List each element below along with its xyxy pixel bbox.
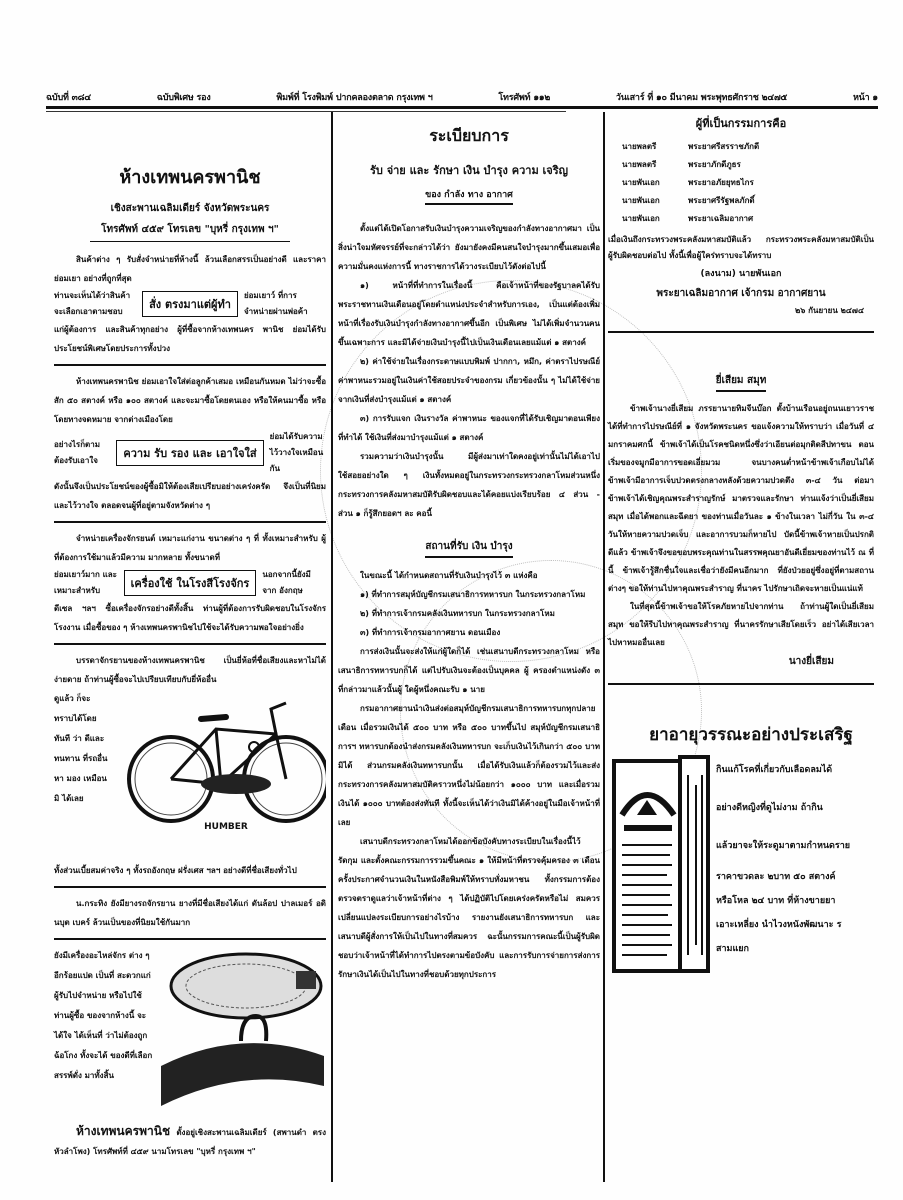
boxed-row: ย่อมเยาว์มาก และเหมาะสำหรับ เครื่องใช้ ใ… (54, 567, 326, 599)
bicycle-icon: HUMBER (127, 701, 326, 832)
print-info: พิมพ์ที่ โรงพิมพ์ ปากคลองตลาด กรุงเทพ ฯ (276, 93, 433, 103)
medicine-ad-text: กินแก้โรคที่เกี่ยวกับเลือดลมได้ อย่างดีห… (716, 765, 851, 954)
column-left: ห้างเทพนครพานิช เชิงสะพานเฉลิมเดียร์ จัง… (54, 110, 326, 1161)
location-section-title: สถานที่รับ เงิน บำรุง (338, 539, 600, 558)
letter-body: ข้าพเจ้านางยี่เสียม ภรรยานายทิมจีนบ๊อก ต… (608, 404, 874, 593)
divider (90, 241, 290, 242)
side-text: ย่อมเยาว์ ที่การ จำหน่ายผ่านพ่อค้า (243, 291, 308, 316)
shop-address: เชิงสะพานเฉลิมเดียร์ จังหวัดพระนคร (110, 203, 270, 214)
medicine-box-icon (612, 755, 710, 973)
masthead-rule (46, 106, 878, 109)
boxed-row: ท่านจะเห็นได้ว่าสินค้า จะเลือกเอาตามชอบ … (54, 288, 326, 320)
boxed-slogan: เครื่องใช้ ในโรงสีโรงจักร (123, 570, 257, 596)
committee-member: นายพันเอกพระยาอภัยยุทธไกร (622, 178, 754, 187)
column-divider (603, 112, 605, 1182)
bicycle-tail: ทั้งส่วนเบี้ยสมค่าจริง ๆ ทั้งรถอังกฤษ ฝร… (54, 866, 297, 875)
divider (608, 331, 874, 333)
letter-signature: นางยี่เสียม (788, 656, 834, 667)
medicine-ad: ยาอายุวรรณะอย่างประเสริฐ (608, 721, 874, 981)
signature-date: ๒๖ กันยายน ๒๔๗๔ (795, 306, 864, 315)
side-text: นอกจากนี้ยังมี จาก อังกฤษ (262, 570, 311, 595)
side-text: ท่านจะเห็นได้ว่าสินค้า จะเลือกเอาตามชอบ (54, 291, 131, 316)
side-text: อย่างไรก็ตาม ต้องรับเอาใจ (54, 440, 101, 465)
divider (54, 364, 326, 366)
masthead: ฉบับที่ ๓๘๔ ฉบับพิเศษ รอง พิมพ์ที่ โรงพิ… (46, 88, 878, 104)
location-3: ๓) ที่ทำการเจ้ากรมอากาศยาน ดอนเมือง (360, 628, 501, 637)
regulation-title: ระเบียบการ (429, 126, 509, 145)
location-2: ๒) ที่ทำการเจ้ากรมคลังเงินทหารบก ในกระทร… (360, 609, 555, 618)
letter-closing: ในที่สุดนี้ข้าพเจ้าขอให้โรคภัยหายไปจากท่… (608, 602, 874, 647)
divider (54, 886, 326, 888)
committee-member: นายพันเอกพระยาศรีรัฐพลภักดิ์ (622, 196, 755, 205)
committee-header: ผู้ที่เป็นกรรมการคือ (695, 117, 787, 130)
shop-para: แก่ผู้ต้องการ และสินค้าทุกอย่าง ผู้ที่ซื… (54, 325, 326, 353)
boxed-slogan: ความ รับ รอง และ เอาใจใส่ (116, 440, 264, 466)
shop-para: สินค้าต่าง ๆ รับสั่งจำหน่ายที่ห้างนี้ ล้… (54, 255, 326, 283)
column-center: ระเบียบการ รับ จ่าย และ รักษา เงิน บำรุง… (338, 110, 600, 984)
regulation-item-3: ๓) การรับแจก เงินรางวัล ค่าพาหนะ ของแจกท… (338, 414, 600, 442)
shop-title: ห้างเทพนครพานิช (119, 167, 261, 188)
shop-phone: โทรศัพท์ ๔๕๙ โทรเลข "บุหรี่ กรุงเทพ ฯ" (101, 224, 279, 235)
side-text: ย่อมเยาว์มาก และเหมาะสำหรับ (54, 570, 117, 595)
tires-para: น.กระทิง ยังมียางรถจักรยาน ยางที่มีชื่อเ… (54, 899, 326, 927)
location-intro: ในขณะนี้ ได้กำหนดสถานที่รับเงินบำรุงไว้ … (360, 571, 538, 580)
procedure-2: กรมอากาศยานนำเงินส่งต่อสมุห์บัญชีกรมเสนา… (338, 704, 600, 827)
regulation-subtitle: รับ จ่าย และ รักษา เงิน บำรุง ความ เจริญ (369, 164, 569, 177)
parts-side-text: ยังมีเครื่องอะไหล่จักร ต่าง ๆ อีกร้อยแปด… (54, 951, 153, 1080)
divider (54, 938, 326, 940)
divider (54, 521, 326, 523)
tire-parts-icon (161, 952, 324, 1106)
committee-member: นายพลตรีพระยาภักดีภูธร (622, 160, 741, 169)
column-right: ผู้ที่เป็นกรรมการคือ นายพลตรีพระยาศรีสรร… (608, 110, 874, 981)
bicycle-brand: HUMBER (204, 822, 248, 832)
location-1: ๑) ที่ทำการสมุห์บัญชีกรมเสนาธิการทหารบก … (360, 590, 586, 599)
footer-shop-name: ห้างเทพนครพานิช (76, 1124, 171, 1138)
service-para: ห้างเทพนครพานิช ย่อมเอาใจใส่ต่อลูกค้าเสม… (54, 377, 326, 424)
committee-member: นายพันเอกพระยาเฉลิมอากาศ (622, 214, 754, 223)
parts-ad: ยังมีเครื่องอะไหล่จักร ต่าง ๆ อีกร้อยแปด… (54, 946, 326, 1122)
regulation-item-1: ๑) หน้าที่ที่ทำการในเรื่องนี้ คือเจ้าหน้… (338, 281, 600, 347)
committee-list: ผู้ที่เป็นกรรมการคือ นายพลตรีพระยาศรีสรร… (608, 114, 874, 228)
masthead-rule-thin (46, 111, 566, 112)
regulation-item-2: ๒) ค่าใช้จ่ายในเรื่องกระดาษแบบพิมพ์ ปากก… (338, 357, 600, 404)
committee-note: เมื่อเงินถึงกระทรวงพระคลังมหาสมบัติแล้ว … (608, 235, 874, 260)
edition: ฉบับพิเศษ รอง (156, 93, 211, 103)
regulation-subtitle-2: ของ กำลัง ทาง อากาศ (338, 187, 600, 205)
footer-address: ตั้งอยู่เชิงสะพานเฉลิมเดียร์ (สพานดำ ตรง… (54, 1128, 326, 1156)
boxed-row: อย่างไรก็ตาม ต้องรับเอาใจ ความ รับ รอง แ… (54, 429, 326, 477)
divider (54, 643, 326, 645)
column-divider (331, 112, 333, 1182)
letter-title: ยี่เสียม สมุท (608, 373, 874, 392)
boxed-slogan: สั่ง ตรงมาแต่ผู้ทำ (142, 291, 238, 317)
page-number: หน้า ๑ (852, 93, 878, 103)
bicycle-intro: บรรดาจักรยานของห้างเทพนครพานิช เป็นยี่ห้… (54, 656, 326, 684)
service-para: ดังนั้นจึงเป็นประโยชน์ของผู้ซื้อมิให้ต้อ… (54, 482, 326, 510)
phone-number: โทรศัพท์ ๑๑๒ (498, 93, 551, 103)
procedure-1: การส่งเงินนั้นจะส่งให้แก่ผู้ใดก็ได้ เช่น… (338, 647, 600, 694)
bicycle-ad: ดูแล้ว ก็จะ ทราบได้โดย ทันที ว่า ดีและ ท… (54, 689, 326, 861)
signature-prefix: (ลงนาม) นายพันเอก (700, 269, 782, 279)
issue-number: ฉบับที่ ๓๘๔ (46, 93, 91, 103)
divider (608, 683, 874, 685)
committee-member: นายพลตรีพระยาศรีสรราชภักดี (622, 142, 760, 151)
footer-para: ห้างเทพนครพานิช ตั้งอยู่เชิงสะพานเฉลิมเด… (54, 1122, 326, 1161)
side-text: ย่อมได้รับความ ไว้วางใจเหมือนกัน (269, 432, 324, 473)
medicine-ad-title: ยาอายุวรรณะอย่างประเสริฐ (649, 725, 853, 745)
signature-name: พระยาเฉลิมอากาศ เจ้ากรม อากาศยาน (656, 288, 826, 299)
issue-date: วันเสาร์ ที่ ๑๐ มีนาคม พระพุทธศักราช ๒๔๗… (615, 93, 788, 103)
regulation-item-4: รวมความว่าเงินบำรุงนั้น มีผู้ส่งมาเท่าใด… (338, 452, 600, 518)
machinery-para: ดีเซล ฯลฯ ซื้อเครื่องจักรอย่างดีทั้งสิ้น… (54, 604, 326, 632)
procedure-3: เสนาบดีกระทรวงกลาโหมได้ออกข้อบังคับทางระ… (338, 837, 600, 979)
machinery-para: จำหน่ายเครื่องจักรยนต์ เหมาะแก่งาน ขนาดต… (54, 534, 326, 562)
bicycle-side-text: ดูแล้ว ก็จะ ทราบได้โดย ทันที ว่า ดีและ ท… (54, 694, 108, 803)
regulation-intro: ตั้งแต่ได้เปิดโอกาสรับเงินบำรุงความเจริญ… (338, 224, 600, 271)
